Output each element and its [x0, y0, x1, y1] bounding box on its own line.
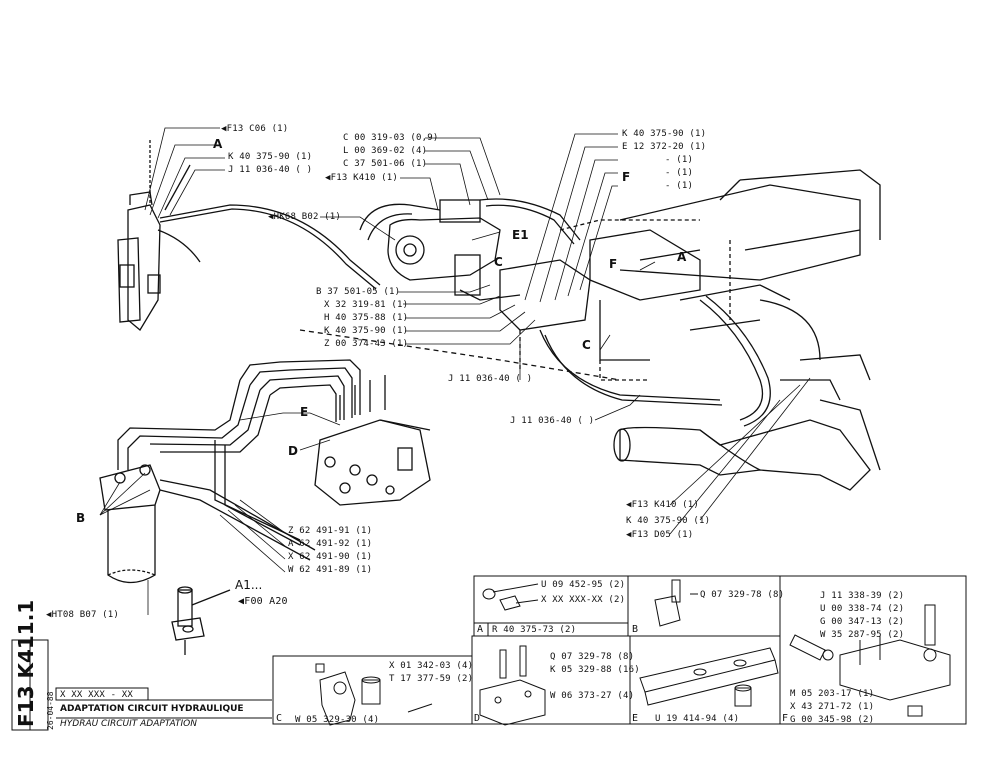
- label-x32[interactable]: X 32 319-81 (1): [324, 300, 409, 310]
- callout-a-top: A: [213, 137, 223, 151]
- detail-f-w35[interactable]: W 35 287-95 (2): [820, 630, 905, 640]
- label-j11-mid[interactable]: J 11 036-40 ( ): [448, 374, 533, 384]
- label-k40-left[interactable]: K 40 375-90 (1): [228, 152, 313, 162]
- label-hk68[interactable]: ◀HK68 B02 (1): [268, 212, 342, 222]
- detail-f-u00[interactable]: U 00 338-74 (2): [820, 604, 905, 614]
- label-w62[interactable]: W 62 491-89 (1): [288, 565, 373, 575]
- detail-f-m05[interactable]: M 05 203-17 (1): [790, 689, 875, 699]
- label-k40-right[interactable]: K 40 375-90 (1): [622, 129, 707, 139]
- callout-c-low: C: [582, 338, 591, 352]
- detail-d-code: D: [474, 713, 481, 724]
- callout-d-lower: D: [288, 444, 298, 458]
- callout-f-mid: F: [609, 257, 618, 271]
- callout-e-lower: E: [300, 405, 309, 419]
- detail-f-code: F: [782, 713, 789, 724]
- callout-f-top: F: [622, 170, 631, 184]
- detail-d-q07[interactable]: Q 07 329-78 (8): [550, 652, 635, 662]
- label-f00-a20[interactable]: ◀F00 A20: [238, 596, 288, 607]
- detail-e-u19[interactable]: U 19 414-94 (4): [655, 714, 740, 724]
- sheet-date: 26-04-88: [46, 691, 55, 730]
- detail-b-code: B: [632, 624, 639, 635]
- label-j11-low[interactable]: J 11 036-40 ( ): [510, 416, 595, 426]
- callout-a-right: A: [677, 250, 687, 264]
- label-c00[interactable]: C 00 319-03 (0,9): [343, 133, 439, 143]
- label-f13-d05[interactable]: ◀F13 D05 (1): [626, 530, 694, 540]
- callout-a1: A1...: [235, 578, 263, 592]
- label-a62[interactable]: A 62 491-92 (1): [288, 539, 373, 549]
- detail-f-g00[interactable]: G 00 347-13 (2): [820, 617, 905, 627]
- label-ht08[interactable]: ◀HT08 B07 (1): [46, 610, 120, 620]
- label-dash-1: - (1): [665, 155, 694, 165]
- detail-f-x43[interactable]: X 43 271-72 (1): [790, 702, 875, 712]
- detail-c-x01[interactable]: X 01 342-03 (4): [389, 661, 474, 671]
- label-f13-k410-top[interactable]: ◀F13 K410 (1): [325, 173, 399, 183]
- detail-c-w05[interactable]: W 05 329-30 (4): [295, 715, 380, 725]
- label-f13-c06[interactable]: ◀F13 C06 (1): [221, 124, 289, 134]
- label-h40[interactable]: H 40 375-88 (1): [324, 313, 409, 323]
- label-z62[interactable]: Z 62 491-91 (1): [288, 526, 373, 536]
- label-dash-3: - (1): [665, 181, 694, 191]
- callout-e1: E1: [512, 228, 529, 242]
- sheet-title-fr: ADAPTATION CIRCUIT HYDRAULIQUE: [60, 704, 244, 714]
- label-e12[interactable]: E 12 372-20 (1): [622, 142, 707, 152]
- detail-d-w06[interactable]: W 06 373-27 (4): [550, 691, 635, 701]
- detail-f-g00b[interactable]: G 00 345-98 (2): [790, 715, 875, 725]
- label-f13-k410-low[interactable]: ◀F13 K410 (1): [626, 500, 700, 510]
- label-k40-mid[interactable]: K 40 375-90 (1): [324, 326, 409, 336]
- detail-f-j11[interactable]: J 11 338-39 (2): [820, 591, 905, 601]
- label-l00[interactable]: L 00 369-02 (4): [343, 146, 428, 156]
- label-k40-low[interactable]: K 40 375-90 (1): [626, 516, 711, 526]
- sheet-title-en: HYDRAU CIRCUIT ADAPTATION: [60, 719, 197, 729]
- detail-e-code: E: [632, 713, 639, 724]
- detail-b-q07[interactable]: Q 07 329-78 (8): [700, 590, 785, 600]
- detail-a-u09[interactable]: U 09 452-95 (2): [541, 580, 626, 590]
- detail-a-code: A: [477, 624, 484, 635]
- detail-d-k05[interactable]: K 05 329-88 (16): [550, 665, 640, 675]
- label-b37[interactable]: B 37 501-05 (1): [316, 287, 401, 297]
- label-j11-left[interactable]: J 11 036-40 ( ): [228, 165, 313, 175]
- detail-c-t17[interactable]: T 17 377-59 (2): [389, 674, 474, 684]
- detail-a-ref[interactable]: R 40 375-73 (2): [492, 625, 577, 635]
- callout-c-mid: C: [494, 255, 503, 269]
- label-c37[interactable]: C 37 501-06 (1): [343, 159, 428, 169]
- detail-c-code: C: [276, 713, 283, 724]
- label-dash-2: - (1): [665, 168, 694, 178]
- sheet-ref: X XX XXX - XX: [60, 690, 134, 700]
- sheet-code-vertical: F13 K411.1: [14, 599, 38, 727]
- detail-a-xx[interactable]: X XX XXX-XX (2): [541, 595, 626, 605]
- label-x62[interactable]: X 62 491-90 (1): [288, 552, 373, 562]
- callout-b-lower: B: [76, 511, 86, 525]
- label-z00[interactable]: Z 00 374-43 (1): [324, 339, 409, 349]
